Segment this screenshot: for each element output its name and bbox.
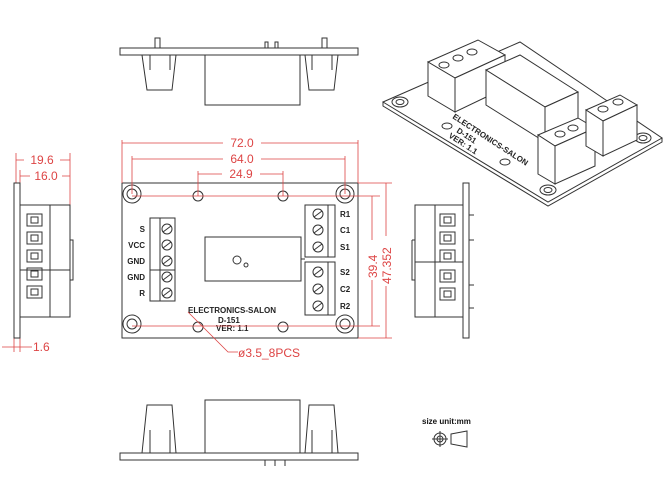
brand-label: ELECTRONICS-SALON	[188, 306, 276, 315]
left-terminal-labels: S VCC GND GND R	[127, 225, 145, 298]
screw-icon	[161, 271, 173, 283]
model-label: D-151	[218, 316, 240, 325]
bottom-view	[119, 399, 359, 466]
dim-height-overall: 47.352	[380, 247, 394, 284]
terminal-label: S	[140, 225, 146, 234]
terminal-label: C2	[340, 285, 351, 294]
terminal-slot	[439, 269, 456, 283]
terminal-label: C1	[340, 226, 351, 235]
terminal-label: R	[139, 289, 145, 298]
dim-side-height: 19.6	[30, 153, 54, 167]
terminal-slot	[439, 213, 456, 227]
dim-width-overall: 72.0	[230, 136, 254, 150]
terminal-slot	[26, 249, 43, 263]
screw-icon	[312, 300, 324, 312]
dim-side-block: 16.0	[34, 169, 58, 183]
screw-icon	[312, 208, 324, 220]
screw-icon	[161, 239, 173, 251]
screw-icon	[312, 266, 324, 278]
terminal-slot	[439, 249, 456, 263]
dim-hole-spacing-x: 64.0	[230, 152, 254, 166]
terminal-label: VCC	[128, 241, 145, 250]
projection-symbol-icon	[432, 430, 468, 448]
unit-note: size unit:mm	[422, 417, 471, 426]
dim-hole-note: ø3.5_8PCS	[238, 346, 300, 360]
dim-inner-holes: 24.9	[229, 167, 253, 181]
screw-icon	[161, 287, 173, 299]
terminal-slot	[439, 287, 456, 301]
terminal-label: GND	[127, 257, 145, 266]
isometric-view: ELECTRONICS-SALON D-151 VER: 1.1	[381, 39, 663, 207]
terminal-slot	[26, 213, 43, 227]
terminal-slot	[439, 231, 456, 245]
terminal-label: S2	[340, 268, 350, 277]
screw-icon	[312, 283, 324, 295]
top-view	[119, 37, 359, 106]
version-label: VER: 1.1	[216, 324, 249, 333]
terminal-slot	[26, 267, 43, 281]
main-board-view: S VCC GND GND R R1 C1 S1 S2 C2 R2 ELECTR…	[2, 135, 394, 360]
screw-icon	[312, 241, 324, 253]
screw-icon	[312, 224, 324, 236]
right-terminal-labels: R1 C1 S1 S2 C2 R2	[340, 210, 351, 311]
dim-thickness: 1.6	[33, 340, 50, 354]
terminal-label: S1	[340, 243, 350, 252]
screw-icon	[161, 223, 173, 235]
dim-hole-spacing-y: 39.4	[366, 254, 380, 278]
terminal-label: R1	[340, 210, 351, 219]
terminal-slot	[26, 285, 43, 299]
unit-legend: size unit:mm	[422, 417, 471, 448]
terminal-label: R2	[340, 302, 351, 311]
screw-icon	[161, 255, 173, 267]
terminal-label: GND	[127, 273, 145, 282]
left-side-view	[13, 182, 74, 339]
right-side-view	[411, 182, 474, 339]
terminal-slot	[26, 231, 43, 245]
